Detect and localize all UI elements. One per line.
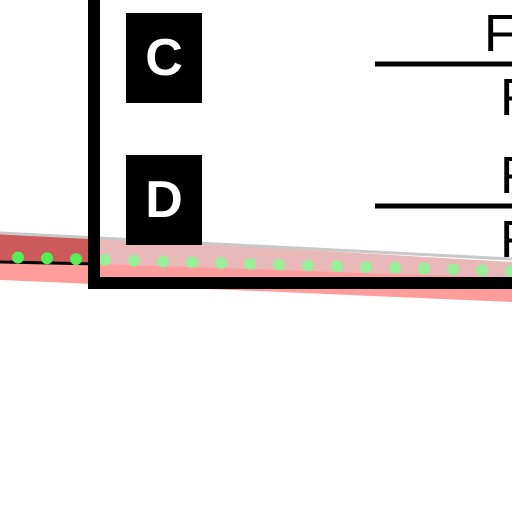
label-d: D [145, 171, 183, 229]
dot [99, 253, 111, 266]
dotted-line [12, 251, 512, 277]
dot [273, 258, 285, 271]
dot [12, 251, 24, 264]
dot [215, 257, 227, 270]
fraction-d-denominator: F [500, 214, 512, 266]
beam-top-edge [0, 231, 512, 261]
dot [331, 260, 343, 273]
beam-band-light [100, 238, 512, 278]
dot [418, 262, 430, 275]
fraction-c-denominator: F [500, 72, 512, 124]
label-c: C [145, 29, 183, 87]
fraction-c-numerator: F [484, 5, 512, 63]
dot [128, 254, 140, 267]
dot [41, 252, 53, 265]
dot [360, 261, 372, 274]
dot [244, 257, 256, 270]
label-c-box [126, 13, 202, 103]
dot [389, 261, 401, 274]
frame-box [88, 0, 512, 289]
label-d-box [126, 155, 202, 245]
dot [70, 253, 82, 266]
dot [505, 264, 512, 277]
dot [476, 264, 488, 277]
dot [447, 263, 459, 276]
dot [157, 255, 169, 268]
dot [186, 256, 198, 269]
fraction-d-numerator: F [500, 150, 512, 202]
dot [302, 259, 314, 272]
